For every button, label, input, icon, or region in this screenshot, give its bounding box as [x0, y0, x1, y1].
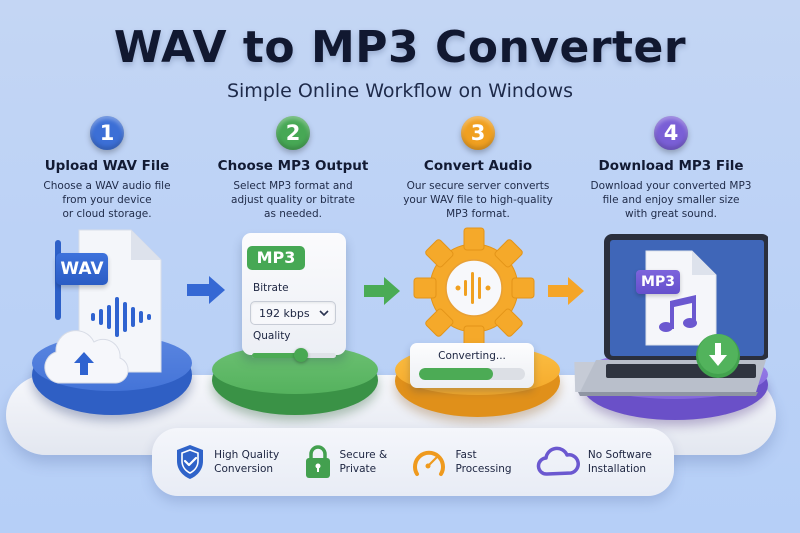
download-icon[interactable] [695, 333, 741, 379]
step-title: Choose MP3 Output [217, 158, 369, 174]
step-title: Convert Audio [423, 158, 533, 174]
bitrate-value: 192 kbps [259, 307, 310, 320]
step-description: Our secure server converts your WAV file… [403, 180, 553, 220]
feature-label: No Software Installation [587, 449, 652, 475]
converting-label: Converting... [438, 350, 506, 362]
feature-secure: Secure & Private [304, 444, 388, 480]
step-description: Select MP3 format and adjust quality or … [231, 180, 355, 220]
mp3-badge: MP3 [247, 246, 305, 270]
feature-label: Secure & Private [339, 449, 388, 475]
features-bar: High Quality Conversion Secure & Private… [152, 428, 674, 496]
music-note-icon [659, 295, 697, 332]
step-4: 4 Download MP3 File Download your conver… [576, 116, 766, 221]
quality-slider-thumb[interactable] [294, 348, 308, 362]
mp3-badge: MP3 [636, 270, 680, 294]
gear-icon [413, 227, 535, 349]
sound-wave-icon [91, 297, 151, 337]
feature-label: High Quality Conversion [214, 449, 280, 475]
page-subtitle: Simple Online Workflow on Windows [226, 80, 574, 102]
step-number-badge: 4 [654, 116, 688, 150]
speedometer-icon [413, 450, 446, 476]
wav-badge: WAV [56, 253, 108, 285]
bitrate-select[interactable]: 192 kbps [250, 301, 336, 325]
step-title: Download MP3 File [598, 158, 744, 174]
conversion-progress-fill [419, 368, 494, 380]
feature-no-install: No Software Installation [536, 446, 652, 478]
lock-icon [305, 445, 330, 478]
arrow-right-icon [548, 277, 584, 305]
chevron-down-icon [319, 310, 329, 317]
cloud-icon [536, 446, 580, 476]
bitrate-label: Bitrate [253, 282, 289, 294]
step-description: Download your converted MP3 file and enj… [590, 180, 752, 220]
step-number-badge: 3 [461, 116, 495, 150]
arrow-right-icon [187, 276, 225, 304]
step-2: 2 Choose MP3 Output Select MP3 format an… [198, 116, 388, 221]
quality-label: Quality [253, 330, 291, 342]
feature-label: Fast Processing [455, 449, 512, 475]
step-number-badge: 2 [276, 116, 310, 150]
mp3-settings-card: MP3 Bitrate Quality [242, 233, 346, 355]
cloud-upload-icon [44, 330, 129, 384]
shield-check-icon [177, 445, 204, 479]
converting-status-card: Converting... [410, 343, 534, 388]
quality-slider[interactable] [252, 348, 336, 362]
sound-wave-icon [455, 272, 491, 304]
step-number-badge: 1 [90, 116, 124, 150]
step-description: Choose a WAV audio file from your device… [43, 180, 171, 220]
conversion-progress-bar [419, 368, 525, 380]
arrow-right-icon [364, 277, 400, 305]
step-title: Upload WAV File [44, 158, 170, 174]
feature-fast: Fast Processing [411, 445, 512, 479]
step-3: 3 Convert Audio Our secure server conver… [383, 116, 573, 221]
page-title: WAV to MP3 Converter [113, 22, 687, 73]
step-1: 1 Upload WAV File Choose a WAV audio fil… [12, 116, 202, 221]
quality-slider-fill [252, 353, 301, 358]
feature-high-quality: High Quality Conversion [174, 443, 279, 481]
